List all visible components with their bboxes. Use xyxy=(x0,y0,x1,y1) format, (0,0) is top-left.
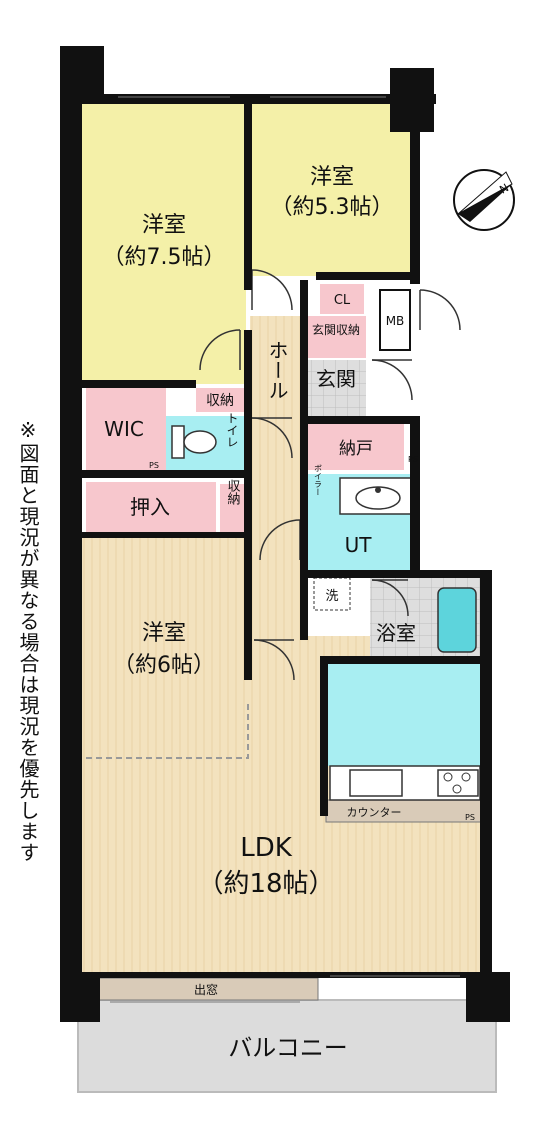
storage-a-label: 収納 xyxy=(206,393,234,409)
toilet-label: トイレ xyxy=(225,412,239,448)
bay-window-label: 出窓 xyxy=(194,982,218,997)
utility-label: UT xyxy=(345,533,373,557)
oshiire-label: 押入 xyxy=(130,495,170,519)
boiler-label: ボイラー xyxy=(314,464,323,496)
disclaimer-note: ※図面と現況が異なる場合は現況を優先します xyxy=(16,418,40,863)
balcony xyxy=(77,999,497,1093)
stove-icon xyxy=(437,769,479,797)
counter-label: カウンター xyxy=(347,806,402,819)
room-western-a-name: 洋室 xyxy=(142,213,186,238)
storage-a-area xyxy=(196,388,244,412)
entrance-floor xyxy=(306,360,366,416)
dashed-boundary xyxy=(86,700,249,759)
washbasin-icon xyxy=(339,477,419,515)
room-western-a-size: （約7.5帖） xyxy=(103,245,226,270)
ldk-size: （約18帖） xyxy=(197,869,334,899)
closet-label: CL xyxy=(334,293,351,308)
balcony-label: バルコニー xyxy=(228,1034,348,1062)
hall-floor xyxy=(250,316,308,636)
door-swings xyxy=(199,269,461,681)
meter-box-label: MB xyxy=(386,314,405,328)
ps-c-label: PS xyxy=(465,813,475,822)
storage-b-label: 収納 xyxy=(225,479,241,506)
bath-label: 浴室 xyxy=(376,621,416,645)
hall-label: ホール xyxy=(265,340,289,400)
kitchen-floor xyxy=(326,662,482,766)
wic-label: WIC xyxy=(104,417,144,441)
room-western-b-size: （約5.3帖） xyxy=(271,195,394,220)
ps-a-label: PS xyxy=(408,455,418,464)
nando-area xyxy=(308,424,404,470)
bathtub xyxy=(437,587,477,653)
oshiire-area xyxy=(86,482,216,532)
toilet-icon xyxy=(171,425,217,459)
entrance-storage-area xyxy=(306,316,366,358)
washer-label: 洗 xyxy=(325,589,338,604)
entrance-label: 玄関 xyxy=(316,367,356,391)
window-lines xyxy=(110,96,460,1003)
room-western-c-name: 洋室 xyxy=(142,621,186,646)
room-western-b xyxy=(250,104,414,276)
storage-b-area xyxy=(220,484,244,532)
walls xyxy=(60,46,510,1022)
room-western-a xyxy=(82,104,246,384)
closet-area xyxy=(320,284,364,314)
room-western-c-size: （約6帖） xyxy=(113,653,215,678)
ldk-name: LDK xyxy=(240,833,293,863)
nando-label: 納戸 xyxy=(339,439,373,459)
compass-icon: N xyxy=(453,169,515,231)
entrance-storage-label: 玄関収納 xyxy=(312,322,360,337)
wic-area xyxy=(86,388,166,470)
meter-box-area xyxy=(379,289,411,351)
room-western-b-name: 洋室 xyxy=(310,165,354,190)
ps-b-label: PS xyxy=(149,461,159,470)
